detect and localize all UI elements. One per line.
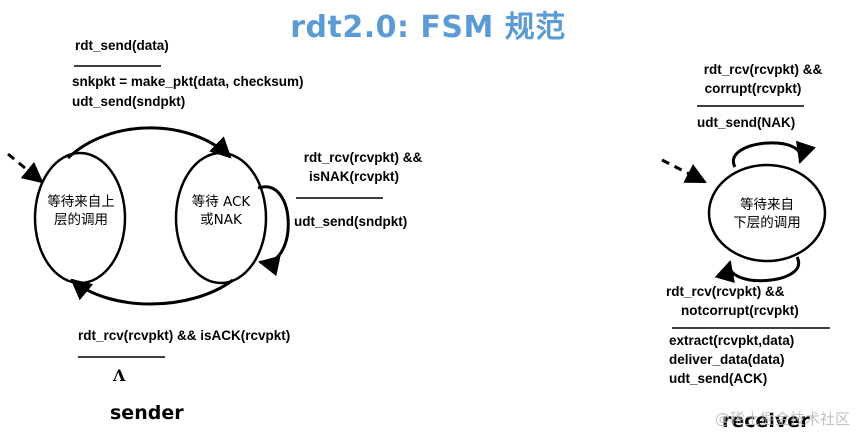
sender-transition-send-arrow [66,126,232,160]
sender-send-action2: udt_send(sndpkt) [72,94,186,109]
receiver-self-loop-corrupt [731,140,816,168]
sender-state-wait-ack-label: 等待 ACK 或NAK [176,193,266,229]
receiver-ok-event2: notcorrupt(rcvpkt) [681,303,799,318]
receiver-state-label: 等待来自 下层的调用 [715,196,819,232]
sender-name: sender [110,402,184,424]
receiver-ok-action3: udt_send(ACK) [669,371,768,386]
receiver-initial-arrow [661,158,707,184]
receiver-corrupt-action: udt_send(NAK) [697,115,796,130]
watermark: @稀土掘金技术社区 [714,410,850,428]
receiver-ok-action1: extract(rcvpkt,data) [669,333,795,348]
receiver-self-loop-ok [714,256,801,284]
receiver-state-line2: 下层的调用 [733,215,801,231]
sender-state-wait-ack-line1: 等待 ACK [191,194,251,210]
sender-state-wait-call-label: 等待来自上 层的调用 [36,193,126,229]
sender-ack-action-lambda: Λ [113,366,126,385]
receiver-corrupt-event2: corrupt(rcvpkt) [704,81,802,96]
sender-self-loop-nak [257,185,290,277]
sender-initial-arrow [7,152,44,184]
receiver-name: receiver [722,410,810,432]
receiver-ok-action2: deliver_data(data) [669,352,785,367]
sender-state-wait-call-line1: 等待来自上 [47,194,115,210]
sender-nak-event2: isNAK(rcvpkt) [308,169,400,184]
receiver-state-wait [707,163,827,263]
sender-send-action1: snkpkt = make_pkt(data, checksum) [72,74,304,89]
page-title: rdt2.0: FSM 规范 [290,10,566,45]
sender-nak-event1: rdt_rcv(rcvpkt) && [303,150,423,165]
sender-send-event: rdt_send(data) [75,38,169,53]
sender-state-wait-ack-line2: 或NAK [200,212,242,228]
receiver-ok-event1: rdt_rcv(rcvpkt) && [666,284,785,299]
sender-transition-ack-arrow [70,278,234,306]
sender-state-wait-call-line2: 层的调用 [54,212,108,228]
sender-nak-action: udt_send(sndpkt) [294,214,408,229]
sender-ack-event: rdt_rcv(rcvpkt) && isACK(rcvpkt) [78,328,291,343]
receiver-state-line1: 等待来自 [740,197,794,213]
receiver-corrupt-event1: rdt_rcv(rcvpkt) && [703,62,823,77]
